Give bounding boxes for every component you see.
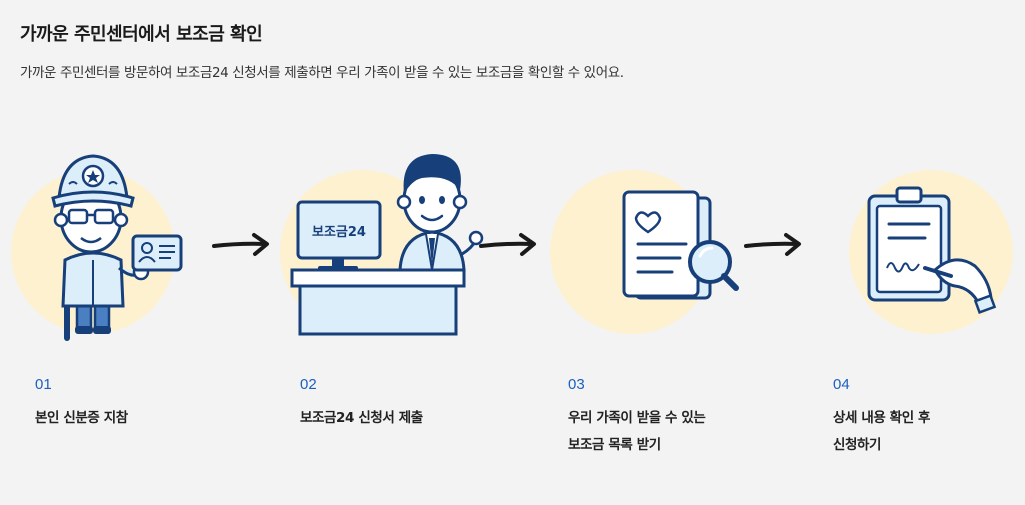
step-4: 04 상세 내용 확인 후 신청하기: [805, 120, 1025, 480]
arrow-right-icon: [744, 233, 801, 256]
monitor-label: 보조금24: [312, 225, 366, 240]
step-number: 01: [35, 376, 52, 393]
arrow-right-icon: [479, 233, 536, 256]
elderly-man-with-id-card-icon: [11, 154, 183, 341]
clipboard-signing-icon: [849, 170, 1013, 334]
document-magnifier-icon: [550, 170, 739, 334]
step-1: 01 본인 신분증 지참: [5, 120, 265, 480]
arrow-right-icon: [212, 233, 269, 256]
step-number: 04: [833, 376, 850, 393]
step-number: 03: [568, 376, 585, 393]
page-title: 가까운 주민센터에서 보조금 확인: [20, 24, 263, 45]
step-description: 상세 내용 확인 후 신청하기: [833, 410, 931, 453]
step-number: 02: [300, 376, 317, 393]
clerk-at-desk-icon: 보조금24: [280, 154, 484, 336]
step-description: 우리 가족이 받을 수 있는 보조금 목록 받기: [568, 410, 706, 453]
page-subtitle: 가까운 주민센터를 방문하여 보조금24 신청서를 제출하면 우리 가족이 받을…: [20, 65, 624, 81]
step-description: 본인 신분증 지참: [35, 410, 128, 426]
step-2: 보조금24 02 보조금24 신청서 제출: [272, 120, 532, 480]
step-description: 보조금24 신청서 제출: [300, 410, 423, 426]
step-3: 03 우리 가족이 받을 수 있는 보조금 목록 받기: [540, 120, 800, 480]
